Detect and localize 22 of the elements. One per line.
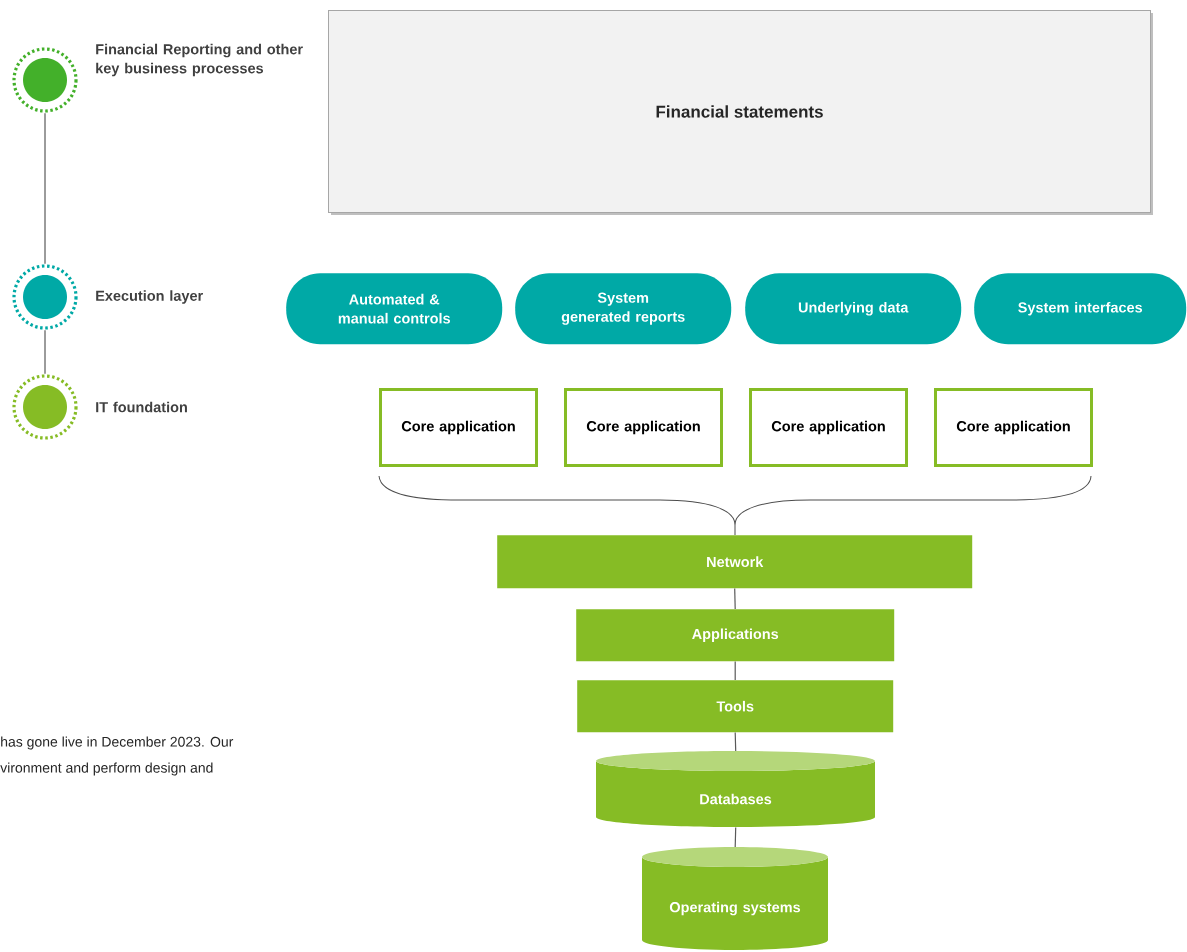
layer-bar: Network [497,535,973,589]
connector-line [734,826,737,848]
application-box: Core application [379,388,538,467]
cylinder: Databases [596,751,875,827]
connector-line [734,731,737,752]
application-box: Core application [749,388,908,467]
layer-pill: Underlying data [745,273,962,345]
layer-bar: Applications [576,609,895,662]
application-box: Core application [934,388,1093,467]
connector-line [44,112,46,265]
layer-pill: System interfaces [974,273,1187,345]
cylinder: Operating systems [642,847,828,950]
statement-box: Financial statements [328,10,1153,215]
connector-line [44,329,46,375]
layer-pill: System generated reports [515,273,732,345]
connector-line [734,660,736,681]
layer-pill: Automated & manual controls [286,273,503,345]
layer-bar: Tools [577,680,894,733]
connector-line [734,587,736,610]
note-text: vironment and perform design and [0,762,213,776]
note-text: has gone live in December 2023. Our [1,736,234,750]
application-box: Core application [564,388,723,467]
